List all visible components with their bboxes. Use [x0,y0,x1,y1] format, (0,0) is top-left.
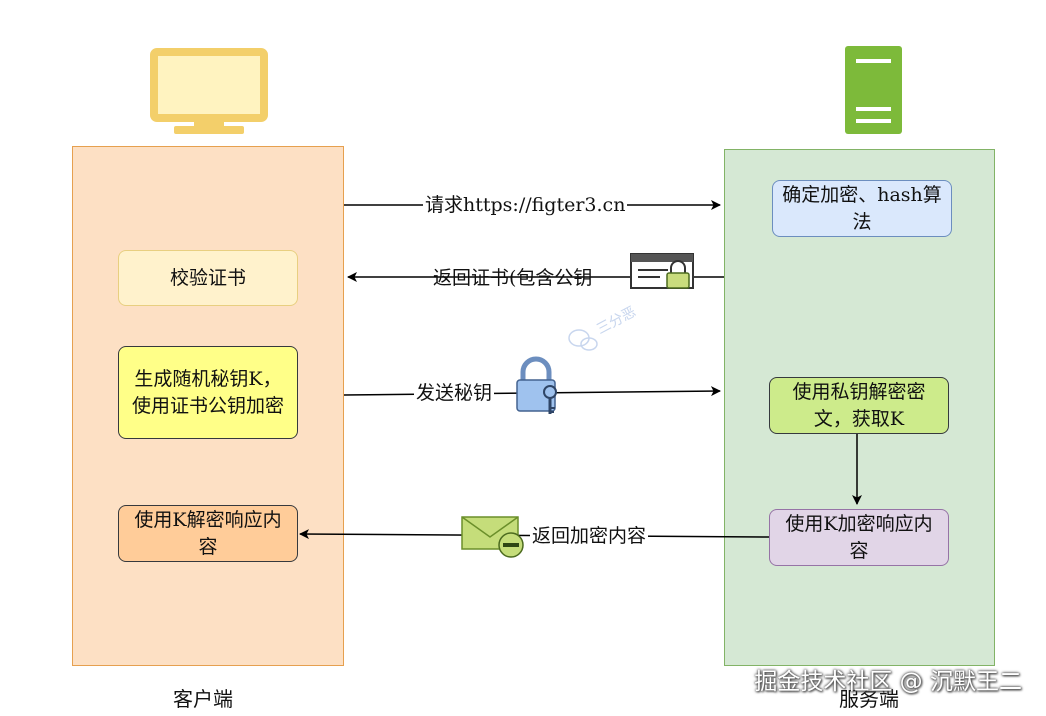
certificate-icon [630,253,694,289]
server-icon [845,46,902,134]
request-label: 请求https://figter3.cn [423,193,628,217]
gen-key-box: 生成随机秘钥K，使用证书公钥加密 [118,346,298,439]
send-key-label: 发送秘钥 [414,381,495,405]
watermark: 掘金技术社区 @ 沉默王二 [754,669,1022,695]
verify-cert-box: 校验证书 [118,250,298,306]
padlock-key-icon [516,356,557,414]
return-cert-label: 返回证书(包含公钥 [433,267,593,289]
monitor-icon [150,48,268,134]
encrypt-response-text: 使用K加密响应内容 [785,512,933,562]
envelope-icon [461,516,524,558]
client-caption: 客户端 [173,687,233,711]
decrypt-response-text: 使用K解密响应内容 [134,508,282,558]
decrypt-private-box: 使用私钥解密密文，获取K [769,377,949,434]
choose-algo-text: 确定加密、hash算法 [782,183,942,233]
decrypt-response-box: 使用K解密响应内容 [118,505,298,562]
decrypt-private-text: 使用私钥解密密文，获取K [792,380,926,430]
verify-cert-text: 校验证书 [169,266,246,289]
gen-key-text: 生成随机秘钥K，使用证书公钥加密 [131,367,284,417]
choose-algo-box: 确定加密、hash算法 [772,180,952,237]
return-encrypted-label: 返回加密内容 [530,524,649,548]
wechat-icon [568,329,598,351]
encrypt-response-box: 使用K加密响应内容 [769,509,949,566]
server-caption: 服务端 [839,687,899,711]
